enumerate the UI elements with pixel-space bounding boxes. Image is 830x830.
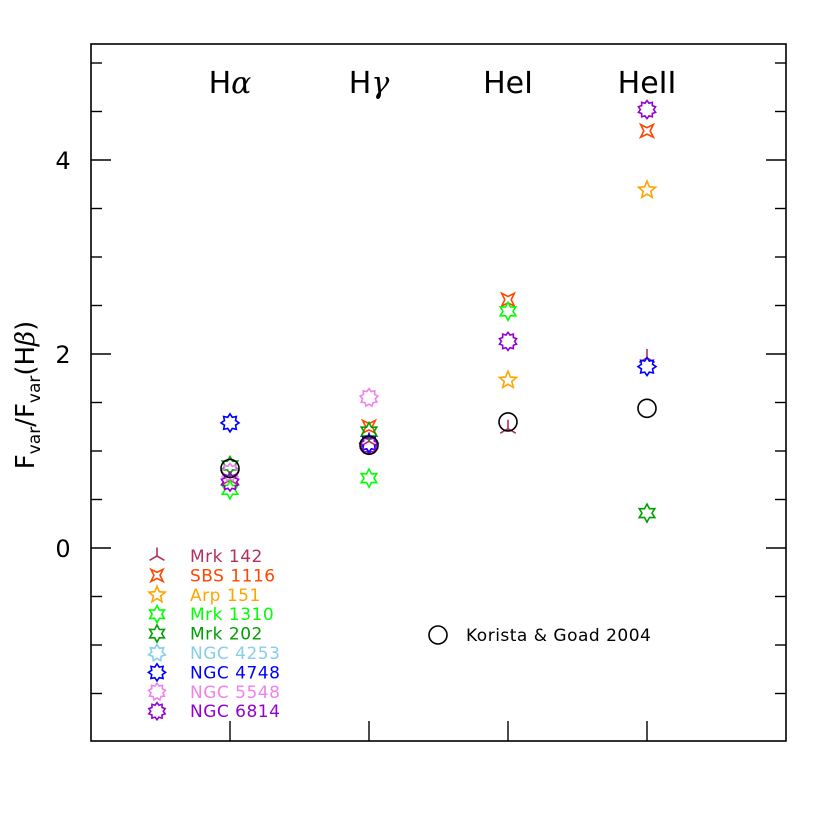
legend-label: NGC 4748 (190, 663, 280, 683)
reference-point (637, 398, 657, 419)
category-label: Hα (209, 66, 252, 101)
reference-point (359, 435, 379, 455)
data-point (219, 461, 241, 483)
reference-legend-marker (428, 625, 448, 645)
legend-marker (149, 547, 165, 561)
legend-marker (148, 623, 166, 644)
data-point (636, 178, 658, 200)
y-tick-label: 2 (55, 341, 70, 369)
y-axis-label: Fvar/Fvar(Hβ) (11, 321, 45, 470)
axis-ticks (91, 62, 786, 741)
data-points (219, 99, 658, 524)
legend-label: NGC 4253 (190, 644, 280, 664)
legend-label: Arp 151 (190, 586, 261, 606)
y-tick-label: 4 (55, 147, 70, 175)
data-point (219, 412, 241, 434)
category-labels: Hα Hγ HeI HeII (209, 66, 677, 101)
data-point (498, 331, 518, 352)
legend-label: NGC 5548 (190, 683, 280, 703)
plot-frame (90, 43, 787, 742)
legend-marker (147, 662, 167, 683)
y-tick-label: 0 (55, 535, 70, 563)
data-point (359, 420, 379, 443)
legend-marker (146, 584, 168, 604)
reference-legend-label: Korista & Goad 2004 (466, 626, 651, 646)
category-label: HeI (483, 66, 533, 101)
category-label: HeII (618, 66, 677, 101)
data-point (358, 387, 380, 408)
legend-label: Mrk 142 (190, 547, 263, 567)
legend-label: NGC 6814 (190, 702, 280, 722)
data-point (637, 502, 657, 524)
data-point (638, 122, 656, 140)
data-point (497, 369, 519, 390)
reference-point (220, 458, 240, 479)
data-point (636, 356, 658, 378)
data-point (359, 467, 379, 489)
data-point (499, 291, 517, 308)
reference-point (498, 412, 518, 432)
reference-legend: Korista & Goad 2004 (428, 625, 651, 646)
legend-label: Mrk 202 (190, 625, 263, 645)
data-point (499, 419, 517, 434)
category-label: Hγ (349, 66, 390, 101)
legend-marker (148, 603, 166, 625)
data-point (220, 471, 240, 493)
data-point (220, 454, 240, 477)
legend-marker (147, 642, 167, 663)
legend-marker (147, 701, 167, 722)
legend-label: SBS 1116 (190, 566, 276, 586)
legend-marker (149, 567, 165, 584)
legend-marker (147, 681, 167, 702)
data-point (637, 99, 657, 120)
y-tick-labels: 0 2 4 (55, 147, 70, 563)
data-point (498, 300, 518, 323)
legend-label: Mrk 1310 (190, 605, 274, 625)
